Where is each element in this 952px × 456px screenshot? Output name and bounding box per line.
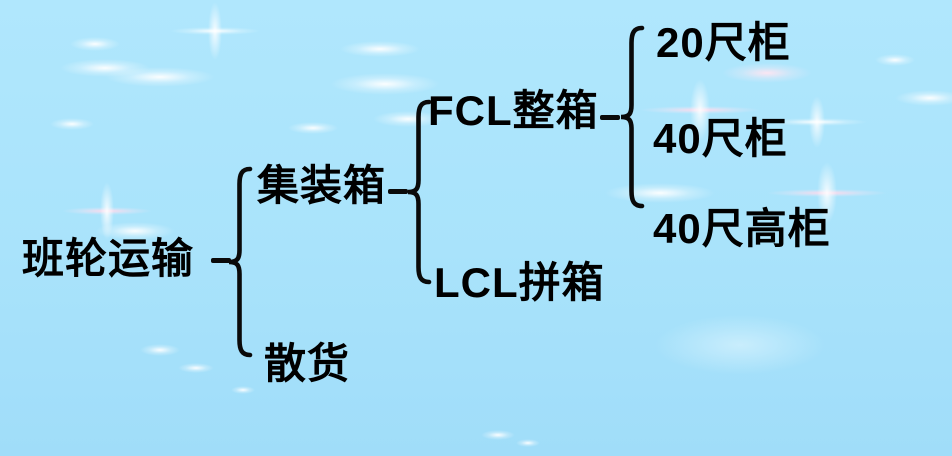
sparkle-icon bbox=[178, 363, 214, 373]
node-20ft-container: 20尺柜 bbox=[656, 19, 791, 66]
fcl-brace-icon bbox=[620, 25, 645, 209]
sparkle-icon bbox=[60, 59, 150, 77]
fcl-connector-line bbox=[600, 115, 620, 120]
sparkle-icon bbox=[62, 182, 152, 240]
node-lcl: LCL拼箱 bbox=[434, 259, 605, 306]
sparkle-icon bbox=[875, 54, 915, 66]
sparkle-icon bbox=[330, 73, 440, 95]
sparkle-icon bbox=[50, 118, 94, 130]
sparkle-icon bbox=[340, 41, 420, 57]
container-brace-icon bbox=[407, 99, 432, 285]
container-connector-line bbox=[388, 189, 408, 194]
sparkle-icon bbox=[481, 430, 515, 440]
sparkle-icon bbox=[516, 439, 540, 447]
sparkle-icon bbox=[288, 122, 338, 134]
node-40ft-container: 40尺柜 bbox=[653, 115, 788, 162]
sparkle-icon bbox=[140, 344, 180, 356]
node-liner-transport: 班轮运输 bbox=[22, 235, 195, 282]
sparkle-icon bbox=[895, 90, 952, 106]
sparkle-icon bbox=[170, 2, 260, 60]
root-connector-line bbox=[211, 258, 231, 263]
sparkle-icon bbox=[105, 67, 215, 87]
node-40ft-high-cube: 40尺高柜 bbox=[653, 205, 831, 252]
root-brace-icon bbox=[228, 166, 253, 358]
sparkle-icon bbox=[655, 315, 825, 375]
node-container: 集装箱 bbox=[257, 162, 387, 209]
node-bulk-cargo: 散货 bbox=[264, 340, 351, 387]
node-fcl: FCL整箱 bbox=[428, 87, 599, 134]
sparkle-icon bbox=[767, 162, 887, 224]
sparkle-icon bbox=[70, 37, 120, 51]
sparkle-icon bbox=[231, 386, 255, 394]
